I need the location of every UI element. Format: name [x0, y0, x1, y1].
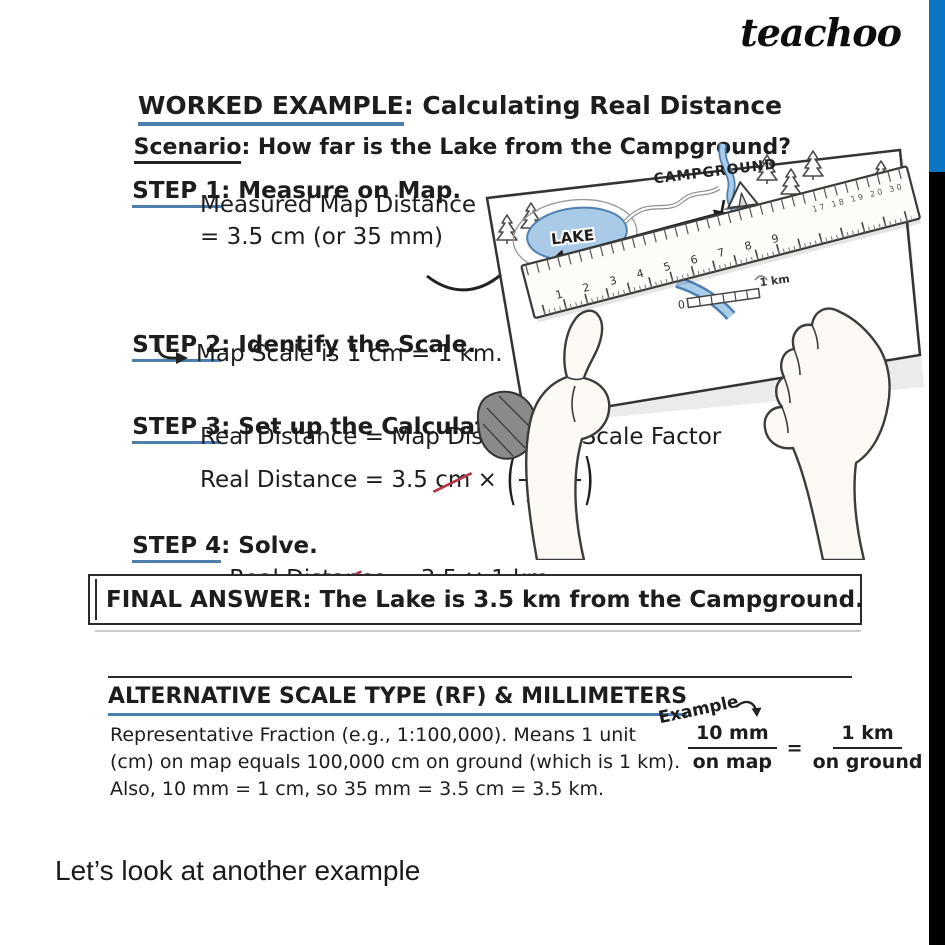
alt-body-line: Representative Fraction (e.g., 1:100,000… [110, 724, 637, 746]
final-answer-text: FINAL ANSWER: The Lake is 3.5 km from th… [106, 586, 864, 613]
right-hand [763, 307, 891, 560]
step4-title: : Solve. [221, 533, 318, 559]
scenario-line: Scenario: How far is the Lake from the C… [103, 110, 791, 185]
step2-label: STEP 2 [132, 332, 222, 362]
step1-label: STEP 1 [132, 178, 222, 208]
footer-caption: Let’s look at another example [55, 855, 421, 886]
tent-icon [724, 181, 763, 210]
box-inner-line [95, 579, 97, 620]
step4-label: STEP 4 [132, 533, 222, 563]
alt-body-line: Also, 10 mm = 1 cm, so 35 mm = 3.5 cm = … [110, 778, 605, 800]
step1-line2: = 3.5 cm (or 35 mm) [200, 224, 444, 250]
scale-km-label: 1 km [759, 272, 791, 289]
step3-eq2-prefix: Real Distance = 3.5 [200, 467, 436, 493]
paren-close: ) [583, 448, 594, 512]
step2-heading: STEP 2: Identify the Scale. [103, 306, 476, 384]
step3-times: × [470, 467, 505, 493]
alt-section-heading: ALTERNATIVE SCALE TYPE (RF) & MILLIMETER… [108, 684, 688, 716]
side-accent-bar-blue [929, 0, 945, 172]
step3-label: STEP 3 [132, 414, 222, 444]
left-hand [524, 309, 611, 560]
rf-left-numerator: 10 mm [688, 722, 777, 749]
step2-note: Map Scale is 1 cm = 1 km. [196, 341, 503, 367]
hook-arrow-icon [156, 336, 188, 364]
scenario-lead: Scenario [133, 135, 242, 164]
map-illustration: LAKE CAMPGROUND [426, 143, 924, 560]
page-title: WORKED EXAMPLE: Calculating Real Distanc… [103, 62, 782, 149]
step1-heading: STEP 1: Measure on Map. [103, 152, 461, 230]
step3-eq2: Real Distance = 3.5 cm × (1 km1 cm) [200, 448, 596, 512]
rf-right-denominator: on ground [812, 750, 923, 773]
step1-line1: Measured Map Distance [200, 192, 477, 218]
trail-path [623, 186, 721, 224]
title-rest: : Calculating Real Distance [403, 91, 783, 120]
rf-equals: = [786, 736, 803, 759]
alt-body-line: (cm) on map equals 100,000 cm on ground … [110, 751, 681, 773]
paren-open: ( [506, 448, 517, 512]
section-top-rule [108, 676, 852, 678]
faint-divider [95, 630, 861, 632]
rf-right-numerator: 1 km [833, 722, 902, 749]
teachoo-logo: teachoo [740, 10, 902, 55]
step4-heading: STEP 4: Solve. [103, 507, 318, 585]
example-arrow-icon [735, 700, 762, 717]
step3-cancelled-unit: cm [435, 467, 471, 493]
final-answer-box: FINAL ANSWER: The Lake is 3.5 km from th… [88, 574, 864, 625]
step2-title: : Identify the Scale. [221, 332, 477, 358]
scenario-rest: : How far is the Lake from the Campgroun… [241, 135, 791, 160]
map-scale-bar: 0 1 km [677, 272, 791, 312]
scale-zero-label: 0 [677, 298, 686, 312]
title-lead: WORKED EXAMPLE [137, 91, 404, 126]
rf-left-denominator: on map [692, 750, 773, 773]
side-accent-bar-black [929, 172, 945, 945]
step1-title: : Measure on Map. [221, 178, 462, 204]
rock-sketch [476, 390, 538, 460]
